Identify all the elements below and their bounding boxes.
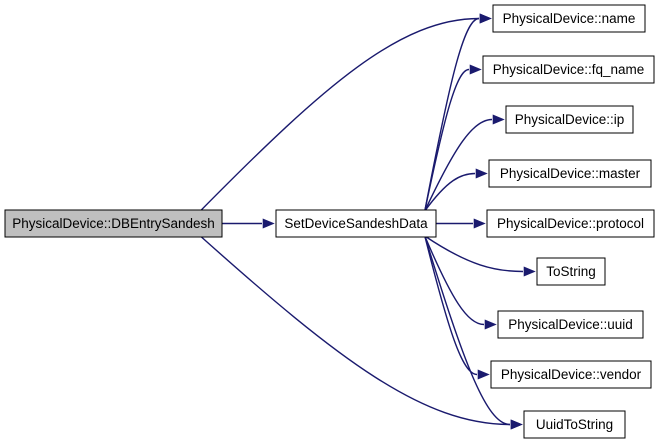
node-uuidtostring[interactable]: UuidToString (523, 410, 626, 439)
edge-setdevicesandeshdata-to-master (424, 172, 476, 212)
edge-setdevicesandeshdata-to-uuidtostring (424, 235, 511, 426)
node-box-vendor[interactable] (490, 360, 652, 389)
node-name[interactable]: PhysicalDevice::name (492, 4, 646, 33)
node-box-dbentrysandesh[interactable] (4, 209, 223, 238)
edge-setdevicesandeshdata-to-ip (424, 118, 493, 212)
node-label-uuidtostring: UuidToString (536, 417, 613, 432)
node-label-name: PhysicalDevice::name (503, 11, 636, 26)
node-label-fq_name: PhysicalDevice::fq_name (493, 62, 645, 77)
node-label-protocol: PhysicalDevice::protocol (497, 216, 644, 231)
edge-arrowhead (479, 13, 492, 24)
node-ip[interactable]: PhysicalDevice::ip (505, 105, 634, 134)
node-box-tostring[interactable] (536, 257, 606, 286)
node-vendor[interactable]: PhysicalDevice::vendor (490, 360, 652, 389)
edge-setdevicesandeshdata-to-tostring (424, 235, 524, 273)
node-uuid[interactable]: PhysicalDevice::uuid (497, 310, 644, 339)
edge-arrowhead (475, 168, 488, 179)
node-protocol[interactable]: PhysicalDevice::protocol (486, 209, 655, 238)
node-label-tostring: ToString (546, 264, 596, 279)
edge-arrowhead (484, 319, 497, 330)
node-fq_name[interactable]: PhysicalDevice::fq_name (482, 55, 655, 84)
node-master[interactable]: PhysicalDevice::master (488, 159, 652, 188)
edge-arrowhead (473, 218, 486, 229)
edge-arrowhead (492, 114, 505, 125)
node-label-dbentrysandesh: PhysicalDevice::DBEntrySandesh (12, 216, 215, 231)
node-setdevicesandeshdata[interactable]: SetDeviceSandeshData (275, 209, 437, 238)
edge-layer (199, 13, 536, 430)
node-tostring[interactable]: ToString (536, 257, 606, 286)
node-box-protocol[interactable] (486, 209, 655, 238)
edge-arrowhead (523, 266, 536, 277)
edge-dbentrysandesh-to-name (199, 17, 480, 212)
node-box-uuid[interactable] (497, 310, 644, 339)
edge-dbentrysandesh-to-uuidtostring (199, 235, 511, 426)
node-box-uuidtostring[interactable] (523, 410, 626, 439)
node-layer: PhysicalDevice::DBEntrySandesh SetDeviceS… (4, 4, 655, 439)
edge-setdevicesandeshdata-to-vendor (424, 235, 478, 376)
edge-setdevicesandeshdata-to-fq_name (424, 68, 470, 212)
node-box-name[interactable] (492, 4, 646, 33)
node-label-ip: PhysicalDevice::ip (515, 112, 625, 127)
node-box-master[interactable] (488, 159, 652, 188)
node-label-uuid: PhysicalDevice::uuid (508, 317, 633, 332)
edge-arrowhead (510, 419, 523, 430)
edge-arrowhead (469, 64, 482, 75)
edge-arrowhead (262, 218, 275, 229)
node-dbentrysandesh[interactable]: PhysicalDevice::DBEntrySandesh (4, 209, 223, 238)
node-label-master: PhysicalDevice::master (500, 166, 641, 181)
node-box-fq_name[interactable] (482, 55, 655, 84)
edge-setdevicesandeshdata-to-uuid (424, 235, 485, 326)
node-label-setdevicesandeshdata: SetDeviceSandeshData (284, 216, 428, 231)
node-box-setdevicesandeshdata[interactable] (275, 209, 437, 238)
edge-setdevicesandeshdata-to-name (424, 17, 480, 212)
node-box-ip[interactable] (505, 105, 634, 134)
node-label-vendor: PhysicalDevice::vendor (501, 367, 642, 382)
edge-arrowhead (477, 369, 490, 380)
